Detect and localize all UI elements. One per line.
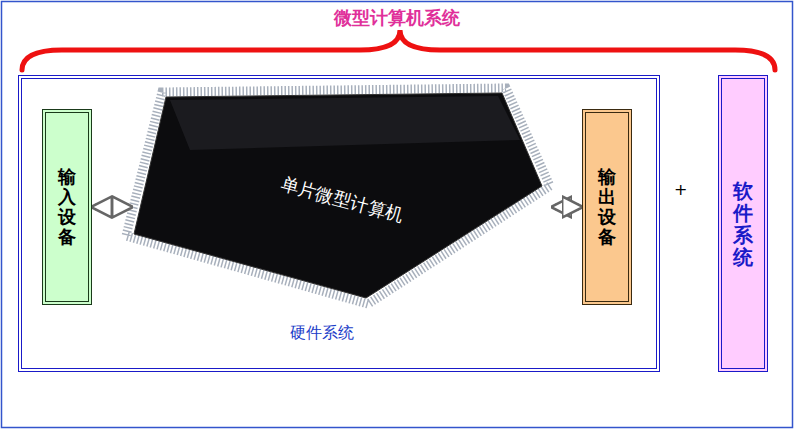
device-box: 输入设备	[42, 109, 92, 305]
double-arrow	[95, 204, 129, 211]
chip-node: 单片微型计算机	[132, 93, 552, 307]
software-box: 软件系统	[718, 75, 768, 372]
device-box: 输出设备	[582, 109, 632, 305]
node-text: 单片微型计算机	[278, 172, 406, 228]
node-text: 硬件系统	[290, 323, 354, 344]
plus-sign: +	[674, 180, 687, 199]
double-arrow	[555, 204, 579, 211]
system-box: 硬件系统 输入设备 单片微型计算机 输出设备	[18, 75, 660, 372]
curly-brace	[22, 30, 775, 70]
title: 微型计算机系统	[0, 6, 794, 30]
node-text: 输入设备	[58, 167, 76, 246]
node-text: 软件系统	[733, 180, 753, 268]
chip-illustration	[126, 88, 550, 304]
node-text: 输出设备	[598, 167, 616, 246]
